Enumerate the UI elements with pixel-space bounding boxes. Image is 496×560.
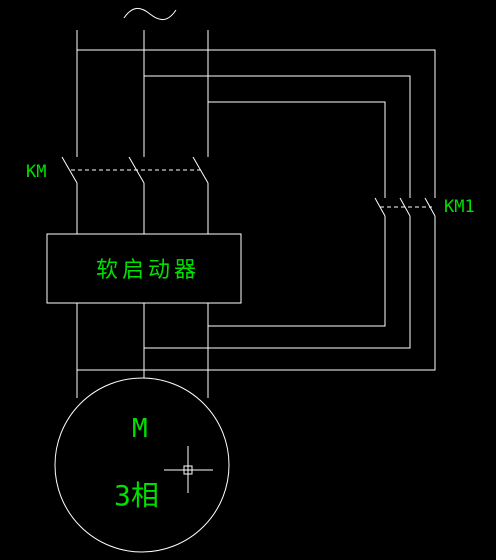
ac-supply-icon bbox=[123, 8, 177, 20]
bypass-wire-l1-bottom bbox=[77, 216, 436, 371]
km1-label: KM1 bbox=[444, 197, 475, 217]
motor-circle bbox=[54, 377, 230, 553]
km-contact-1 bbox=[61, 156, 78, 184]
km-label: KM bbox=[26, 162, 46, 182]
motor-phase-label: 3相 bbox=[114, 479, 159, 512]
contactor-km1 bbox=[374, 190, 436, 217]
soft-starter-label: 软启动器 bbox=[96, 258, 200, 283]
bypass-wire-l3-bottom bbox=[208, 216, 386, 327]
crosshair-cursor-icon[interactable] bbox=[164, 446, 213, 493]
contactor-km bbox=[61, 156, 209, 184]
motor-label: M bbox=[132, 414, 148, 444]
bypass-wire-l1-top bbox=[77, 49, 436, 190]
bypass-wire-l2-bottom bbox=[144, 216, 411, 349]
bypass-wire-l3-top bbox=[208, 101, 386, 190]
bypass-wire-l2-top bbox=[144, 75, 411, 190]
